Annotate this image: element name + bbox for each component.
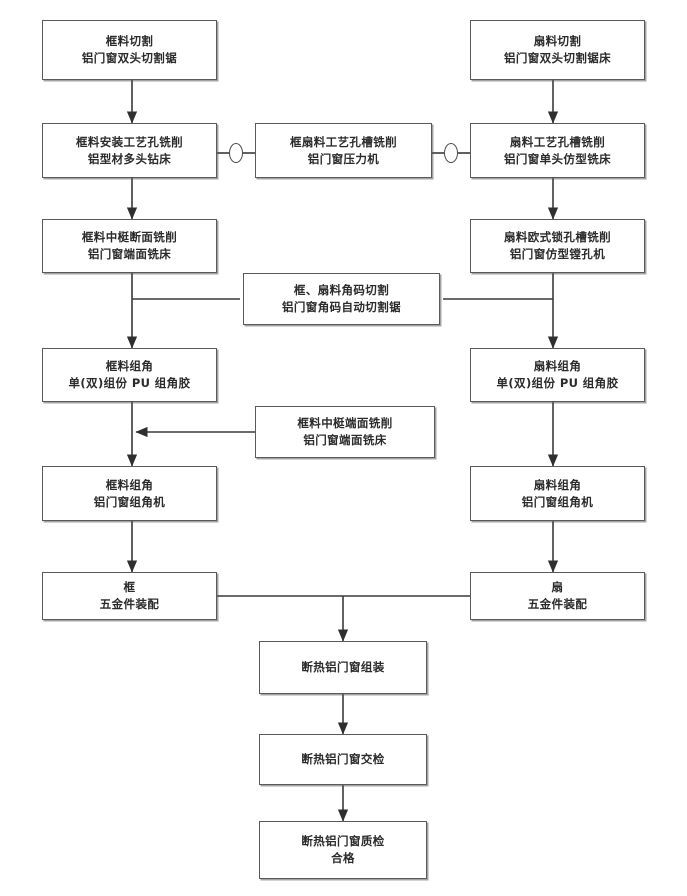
node-sash-corner-glue[interactable]: 扇料组角 单(双)组份 PU 组角胶 bbox=[470, 348, 645, 402]
node-frame-corner-machine[interactable]: 框料组角 铝门窗组角机 bbox=[42, 466, 217, 521]
node-frame-corner-glue[interactable]: 框料组角 单(双)组份 PU 组角胶 bbox=[42, 348, 217, 402]
node-quality-pass-line2: 合格 bbox=[331, 851, 355, 865]
node-inspection-handover-line1: 断热铝门窗交检 bbox=[301, 752, 385, 767]
node-quality-pass-line1: 断热铝门窗质检 bbox=[301, 834, 385, 849]
node-assembly-line1: 断热铝门窗组装 bbox=[301, 660, 385, 675]
node-frame-cut-line2: 铝门窗双头切割锯 bbox=[81, 51, 178, 65]
connector-junction-right-icon bbox=[444, 143, 458, 163]
node-frame-mullion-face[interactable]: 框料中梃断面铣削 铝门窗端面铣床 bbox=[42, 219, 217, 273]
node-sash-corner-machine[interactable]: 扇料组角 铝门窗组角机 bbox=[470, 466, 645, 521]
node-sash-corner-glue-line2: 单(双)组份 PU 组角胶 bbox=[496, 376, 619, 390]
node-frame-cut[interactable]: 框料切割 铝门窗双头切割锯 bbox=[42, 20, 217, 80]
node-frame-corner-machine-line1: 框料组角 bbox=[105, 477, 154, 492]
node-frame-corner-glue-line1: 框料组角 bbox=[105, 359, 154, 374]
node-frame-mullion-face-line2: 铝门窗端面铣床 bbox=[87, 247, 172, 261]
node-frame-cut-line1: 框料切割 bbox=[105, 34, 154, 49]
node-frame-tech-hole-line2: 铝型材多头钻床 bbox=[87, 151, 172, 166]
node-frame-corner-glue-line2: 单(双)组份 PU 组角胶 bbox=[68, 376, 191, 390]
node-assembly[interactable]: 断热铝门窗组装 bbox=[259, 641, 427, 694]
node-sash-cut-line1: 扇料切割 bbox=[533, 34, 582, 49]
node-sash-corner-machine-line2: 铝门窗组角机 bbox=[521, 494, 594, 509]
node-frame-mullion-face-line1: 框料中梃断面铣削 bbox=[81, 230, 178, 245]
node-sash-tech-slot-line2: 铝门窗单头仿型铣床 bbox=[503, 151, 612, 166]
node-sash-cut-line2: 铝门窗双头切割锯床 bbox=[503, 51, 612, 65]
node-sash-tech-slot-line1: 扇料工艺孔槽铣削 bbox=[509, 134, 606, 149]
connector-junction-left-icon bbox=[229, 143, 243, 163]
node-frame-tech-hole[interactable]: 框料安装工艺孔铣削 铝型材多头钻床 bbox=[42, 123, 217, 178]
node-sash-corner-glue-line1: 扇料组角 bbox=[533, 359, 582, 374]
node-corner-code-cut[interactable]: 框、扇料角码切割 铝门窗角码自动切割锯 bbox=[243, 273, 440, 325]
node-frame-hardware[interactable]: 框 五金件装配 bbox=[42, 572, 217, 620]
node-sash-corner-machine-line1: 扇料组角 bbox=[533, 477, 582, 492]
node-corner-code-cut-line1: 框、扇料角码切割 bbox=[293, 283, 390, 298]
node-sash-cut[interactable]: 扇料切割 铝门窗双头切割锯床 bbox=[470, 20, 645, 80]
node-frame-corner-machine-line2: 铝门窗组角机 bbox=[93, 494, 166, 509]
node-sash-hardware-line2: 五金件装配 bbox=[527, 597, 588, 611]
node-quality-pass[interactable]: 断热铝门窗质检 合格 bbox=[259, 821, 427, 879]
node-sash-tech-slot[interactable]: 扇料工艺孔槽铣削 铝门窗单头仿型铣床 bbox=[470, 123, 645, 178]
node-sash-euro-lock[interactable]: 扇料欧式锁孔槽铣削 铝门窗仿型镗孔机 bbox=[470, 219, 645, 273]
node-frame-sash-press[interactable]: 框扇料工艺孔槽铣削 铝门窗压力机 bbox=[255, 123, 432, 178]
node-frame-tech-hole-line1: 框料安装工艺孔铣削 bbox=[75, 134, 184, 149]
node-corner-code-cut-line2: 铝门窗角码自动切割锯 bbox=[282, 300, 401, 314]
node-frame-mullion-end-face[interactable]: 框料中梃端面铣削 铝门窗端面铣床 bbox=[255, 406, 435, 458]
node-frame-sash-press-line1: 框扇料工艺孔槽铣削 bbox=[289, 134, 398, 149]
node-sash-hardware[interactable]: 扇 五金件装配 bbox=[470, 572, 645, 620]
node-sash-hardware-line1: 扇 bbox=[551, 580, 564, 595]
node-frame-hardware-line2: 五金件装配 bbox=[99, 597, 160, 611]
node-frame-hardware-line1: 框 bbox=[123, 580, 136, 595]
node-frame-mullion-end-face-line1: 框料中梃端面铣削 bbox=[297, 416, 393, 431]
node-sash-euro-lock-line2: 铝门窗仿型镗孔机 bbox=[509, 247, 606, 261]
node-frame-mullion-end-face-line2: 铝门窗端面铣床 bbox=[303, 433, 387, 447]
node-inspection-handover[interactable]: 断热铝门窗交检 bbox=[259, 734, 427, 785]
node-sash-euro-lock-line1: 扇料欧式锁孔槽铣削 bbox=[503, 230, 612, 245]
node-frame-sash-press-line2: 铝门窗压力机 bbox=[307, 151, 380, 166]
